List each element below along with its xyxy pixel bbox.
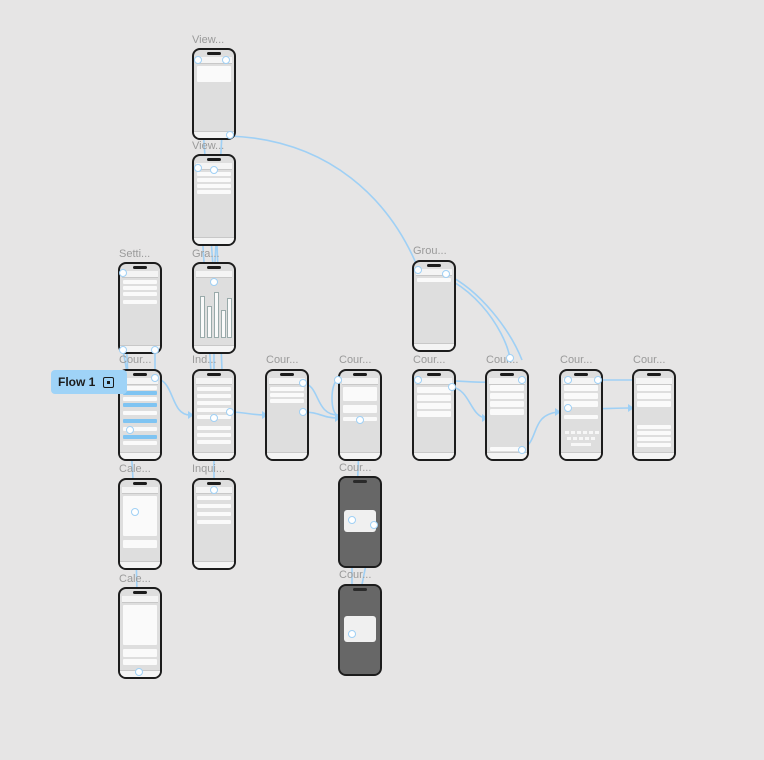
- phone-frame-course-6[interactable]: [485, 369, 529, 461]
- connection-handle[interactable]: [348, 630, 356, 638]
- frame-label-course-alert-1: Cour...: [339, 462, 372, 474]
- connection-handle[interactable]: [299, 408, 307, 416]
- flow-starting-point[interactable]: Flow 1: [51, 370, 127, 394]
- frame-label-graph: Gra...: [192, 248, 220, 260]
- connection-handle[interactable]: [210, 486, 218, 494]
- connection-handle[interactable]: [442, 270, 450, 278]
- frame-label-inquiry: Inqui...: [192, 463, 226, 475]
- connection-handle[interactable]: [226, 131, 234, 139]
- frame-label-course-3: Cour...: [266, 354, 299, 366]
- connection-handle[interactable]: [210, 414, 218, 422]
- connection-handle[interactable]: [594, 376, 602, 384]
- phone-frame-calendar-2[interactable]: [118, 587, 162, 679]
- frame-label-calendar-1: Cale...: [119, 463, 151, 475]
- connection-handle[interactable]: [370, 521, 378, 529]
- connection-handle[interactable]: [210, 166, 218, 174]
- connection-handle[interactable]: [299, 379, 307, 387]
- frame-label-view-1: View...: [192, 34, 225, 46]
- phone-frame-course-4[interactable]: [338, 369, 382, 461]
- phone-frame-course-5[interactable]: [412, 369, 456, 461]
- wire: [445, 273, 523, 361]
- connection-handle[interactable]: [334, 376, 342, 384]
- play-flow-icon[interactable]: [103, 376, 115, 388]
- frame-label-group: Grou...: [413, 245, 447, 257]
- frame-label-course-4: Cour...: [339, 354, 372, 366]
- frame-label-view-2: View...: [192, 140, 225, 152]
- phone-frame-course-8[interactable]: [632, 369, 676, 461]
- frame-label-course-7: Cour...: [560, 354, 593, 366]
- phone-frame-settings[interactable]: [118, 262, 162, 354]
- frame-label-course-5: Cour...: [413, 354, 446, 366]
- connection-handle[interactable]: [518, 446, 526, 454]
- connection-handle[interactable]: [222, 56, 230, 64]
- frame-label-course-8: Cour...: [633, 354, 666, 366]
- connection-handle[interactable]: [414, 376, 422, 384]
- frame-label-course-list: Cour...: [119, 354, 152, 366]
- frame-label-course-alert-2: Cour...: [339, 569, 372, 581]
- connection-handle[interactable]: [448, 383, 456, 391]
- connection-handle[interactable]: [348, 516, 356, 524]
- connection-handle[interactable]: [151, 374, 159, 382]
- connection-handle[interactable]: [126, 426, 134, 434]
- frame-label-index: Ind...: [192, 354, 217, 366]
- connection-handle[interactable]: [194, 164, 202, 172]
- phone-frame-course-7[interactable]: [559, 369, 603, 461]
- frame-label-settings: Setti...: [119, 248, 151, 260]
- connection-handle[interactable]: [151, 346, 159, 354]
- connection-handle[interactable]: [414, 266, 422, 274]
- connection-handle[interactable]: [194, 56, 202, 64]
- phone-frame-graph[interactable]: [192, 262, 236, 354]
- phone-frame-course-alert-2[interactable]: [338, 584, 382, 676]
- connection-handle[interactable]: [356, 416, 364, 424]
- connection-handle[interactable]: [506, 354, 514, 362]
- connection-handle[interactable]: [518, 376, 526, 384]
- connection-handle[interactable]: [135, 668, 143, 676]
- wire: [451, 386, 486, 419]
- connection-handle[interactable]: [119, 346, 127, 354]
- wire: [229, 135, 419, 269]
- connection-handle[interactable]: [226, 408, 234, 416]
- connection-handle[interactable]: [210, 278, 218, 286]
- connection-handle[interactable]: [564, 376, 572, 384]
- frame-label-calendar-2: Cale...: [119, 573, 151, 585]
- connection-handle[interactable]: [131, 508, 139, 516]
- flow-label: Flow 1: [58, 375, 96, 389]
- connection-handle[interactable]: [119, 269, 127, 277]
- phone-frame-calendar-1[interactable]: [118, 478, 162, 570]
- connection-handle[interactable]: [564, 404, 572, 412]
